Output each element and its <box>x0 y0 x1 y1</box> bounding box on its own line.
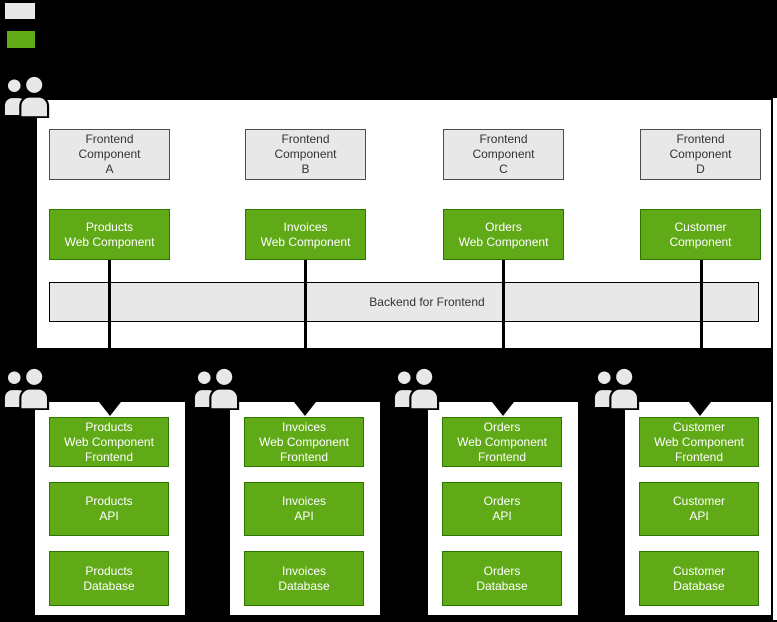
connector-line <box>304 260 307 348</box>
users-icon <box>393 368 445 410</box>
orders-api-box: Orders API <box>442 482 562 536</box>
customer-component-box: Customer Component <box>640 209 761 260</box>
frontend-component-c-box: Frontend Component C <box>443 129 564 180</box>
products-web-component-box: Products Web Component <box>49 209 170 260</box>
cutoff-shape <box>773 98 777 620</box>
down-arrow-icon <box>689 402 711 416</box>
products-api-box: Products API <box>49 482 169 536</box>
users-icon <box>3 368 55 410</box>
legend-green-swatch <box>7 31 35 48</box>
customer-database-box: Customer Database <box>639 551 759 606</box>
customer-api-box: Customer API <box>639 482 759 536</box>
products-frontend-box: Products Web Component Frontend <box>49 417 169 467</box>
users-icon <box>593 368 645 410</box>
users-icon <box>193 368 245 410</box>
backend-for-frontend-bar: Backend for Frontend <box>49 282 759 322</box>
team-column-products: Products Web Component Frontend Products… <box>35 402 185 615</box>
team-column-orders: Orders Web Component Frontend Orders API… <box>428 402 578 615</box>
invoices-web-component-box: Invoices Web Component <box>245 209 366 260</box>
down-arrow-icon <box>99 402 121 416</box>
invoices-api-box: Invoices API <box>244 482 364 536</box>
users-icon <box>3 76 55 118</box>
orders-database-box: Orders Database <box>442 551 562 606</box>
products-database-box: Products Database <box>49 551 169 606</box>
connector-line <box>108 260 111 348</box>
down-arrow-icon <box>294 402 316 416</box>
down-arrow-icon <box>492 402 514 416</box>
team-column-customer: Customer Web Component Frontend Customer… <box>625 402 771 615</box>
backend-for-frontend-label: Backend for Frontend <box>369 295 485 309</box>
customer-frontend-box: Customer Web Component Frontend <box>639 417 759 467</box>
connector-line <box>502 260 505 348</box>
frontend-panel: Frontend Component A Frontend Component … <box>37 100 771 348</box>
invoices-database-box: Invoices Database <box>244 551 364 606</box>
frontend-component-b-box: Frontend Component B <box>245 129 366 180</box>
orders-frontend-box: Orders Web Component Frontend <box>442 417 562 467</box>
team-column-invoices: Invoices Web Component Frontend Invoices… <box>230 402 380 615</box>
orders-web-component-box: Orders Web Component <box>443 209 564 260</box>
legend-gray-swatch <box>5 3 35 19</box>
invoices-frontend-box: Invoices Web Component Frontend <box>244 417 364 467</box>
frontend-component-a-box: Frontend Component A <box>49 129 170 180</box>
connector-line <box>700 260 703 348</box>
frontend-component-d-box: Frontend Component D <box>640 129 761 180</box>
